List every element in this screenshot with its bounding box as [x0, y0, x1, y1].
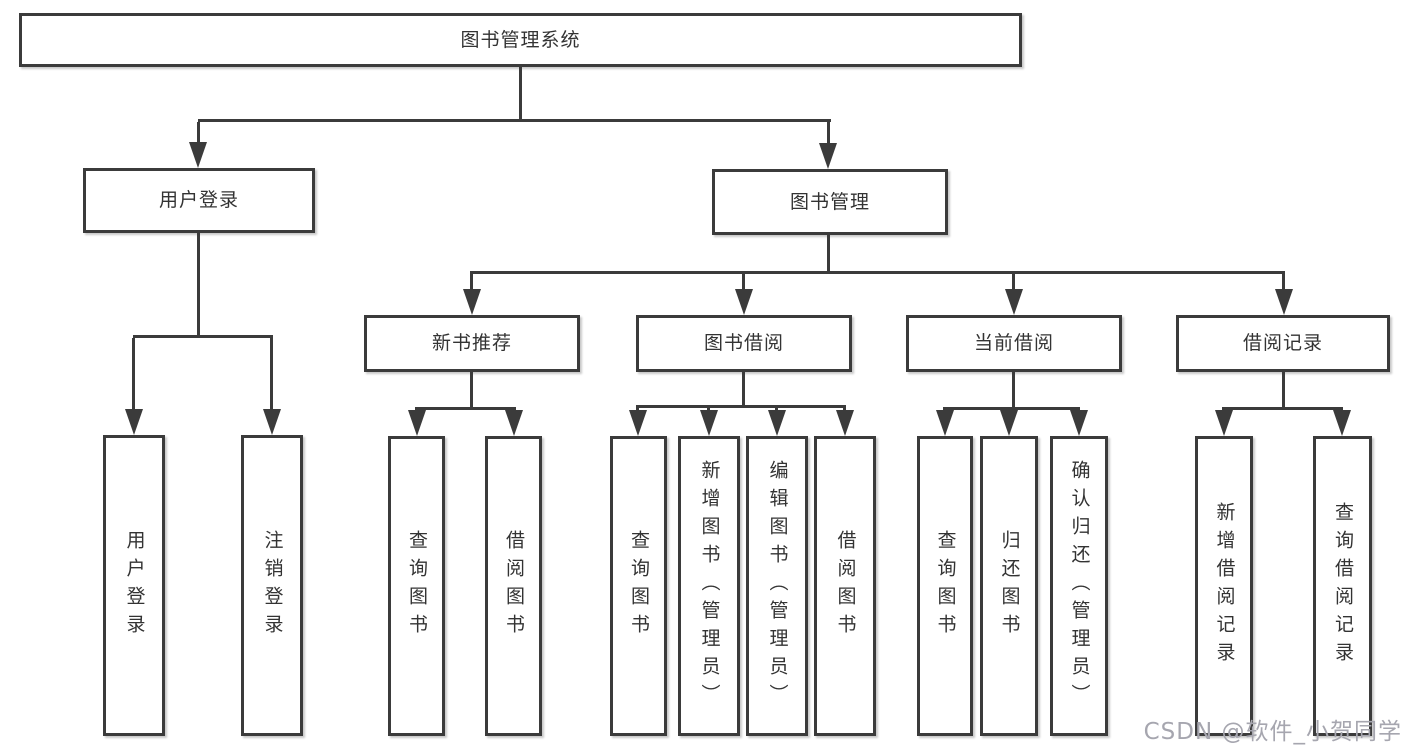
node-label: 当前借阅 [973, 332, 1054, 355]
node-borrow-books: 借阅图书 [485, 436, 542, 736]
arrow-down-icon [735, 289, 753, 315]
connector-line [1012, 372, 1015, 410]
connector-line [512, 407, 515, 412]
arrow-down-icon [125, 409, 143, 435]
node-label: 查询借阅记录 [1332, 502, 1354, 670]
connector-line [637, 405, 846, 408]
connector-line [197, 122, 200, 144]
connector-line [827, 122, 830, 145]
node-label: 新增图书（管理员） [698, 460, 721, 712]
node-label: 用户登录 [123, 529, 146, 642]
arrow-down-icon [463, 289, 481, 315]
connector-line [827, 235, 830, 274]
arrow-down-icon [936, 410, 954, 436]
arrow-down-icon [505, 410, 523, 436]
node-label: 图书管理系统 [460, 28, 581, 51]
connector-line [470, 274, 473, 291]
node-user-login: 用户登录 [83, 168, 315, 233]
arrow-down-icon [819, 143, 837, 169]
connector-line [775, 405, 778, 412]
node-label: 借阅图书 [834, 530, 857, 642]
connector-line [133, 335, 273, 338]
node-borrowing-records: 借阅记录 [1176, 315, 1390, 372]
connector-line [944, 407, 1080, 410]
connector-line [742, 274, 745, 291]
node-label: 查询图书 [628, 530, 650, 642]
node-return-books: 归还图书 [980, 436, 1038, 736]
node-book-borrowing: 图书借阅 [636, 315, 852, 372]
node-label: 查询图书 [934, 530, 957, 642]
connector-line [943, 407, 946, 412]
node-add-books-admin: 新增图书（管理员） [678, 436, 740, 736]
connector-line [1282, 274, 1285, 291]
connector-line [1340, 407, 1343, 412]
connector-line [1222, 407, 1225, 412]
node-system-root: 图书管理系统 [19, 13, 1022, 67]
node-query-borrow-record: 查询借阅记录 [1313, 436, 1372, 736]
connector-line [707, 405, 710, 412]
node-label: 确认归还（管理员） [1068, 460, 1091, 712]
connector-line [636, 405, 639, 412]
node-label: 图书借阅 [703, 332, 784, 355]
arrow-down-icon [1005, 289, 1023, 315]
connector-line [270, 338, 273, 412]
connector-line [519, 67, 522, 122]
node-label: 借阅图书 [503, 530, 525, 642]
connector-line [1282, 372, 1285, 410]
connector-line [132, 338, 135, 412]
node-query-books: 查询图书 [610, 436, 667, 736]
connector-line [470, 372, 473, 410]
connector-line [198, 119, 831, 122]
connector-line [415, 407, 418, 412]
node-edit-books-admin: 编辑图书（管理员） [746, 436, 808, 736]
arrow-down-icon [1070, 410, 1088, 436]
node-label: 归还图书 [998, 530, 1021, 642]
arrow-down-icon [768, 410, 786, 436]
node-label: 编辑图书（管理员） [766, 460, 789, 712]
connector-line [416, 407, 516, 410]
arrow-down-icon [1333, 410, 1351, 436]
node-book-management: 图书管理 [712, 169, 948, 235]
arrow-down-icon [1275, 289, 1293, 315]
node-label: 图书管理 [789, 190, 870, 213]
connector-line [1007, 407, 1010, 412]
node-user-login-action: 用户登录 [103, 435, 165, 736]
arrow-down-icon [1215, 410, 1233, 436]
arrow-down-icon [408, 410, 426, 436]
node-label: 借阅记录 [1242, 332, 1323, 355]
node-label: 新增借阅记录 [1213, 502, 1236, 670]
node-new-book-recommend: 新书推荐 [364, 315, 580, 372]
arrow-down-icon [263, 409, 281, 435]
node-query-books: 查询图书 [917, 436, 973, 736]
connector-line [843, 405, 846, 412]
node-label: 注销登录 [261, 529, 284, 642]
node-current-borrowing: 当前借阅 [906, 315, 1122, 372]
arrow-down-icon [1000, 410, 1018, 436]
connector-line [1077, 407, 1080, 412]
arrow-down-icon [629, 410, 647, 436]
node-logout-action: 注销登录 [241, 435, 303, 736]
node-query-books: 查询图书 [388, 436, 445, 736]
node-label: 用户登录 [158, 189, 239, 212]
connector-line [197, 233, 200, 337]
csdn-watermark: CSDN @软件_小贺同学 [1143, 719, 1402, 745]
connector-line [1012, 274, 1015, 291]
connector-line [1223, 407, 1343, 410]
arrow-down-icon [189, 142, 207, 168]
arrow-down-icon [700, 410, 718, 436]
node-label: 新书推荐 [431, 332, 512, 355]
node-confirm-return-admin: 确认归还（管理员） [1050, 436, 1108, 736]
node-add-borrow-record: 新增借阅记录 [1195, 436, 1253, 736]
node-label: 查询图书 [406, 530, 428, 642]
node-borrow-books: 借阅图书 [814, 436, 876, 736]
connector-line [742, 372, 745, 408]
arrow-down-icon [836, 410, 854, 436]
connector-line [470, 271, 1285, 274]
